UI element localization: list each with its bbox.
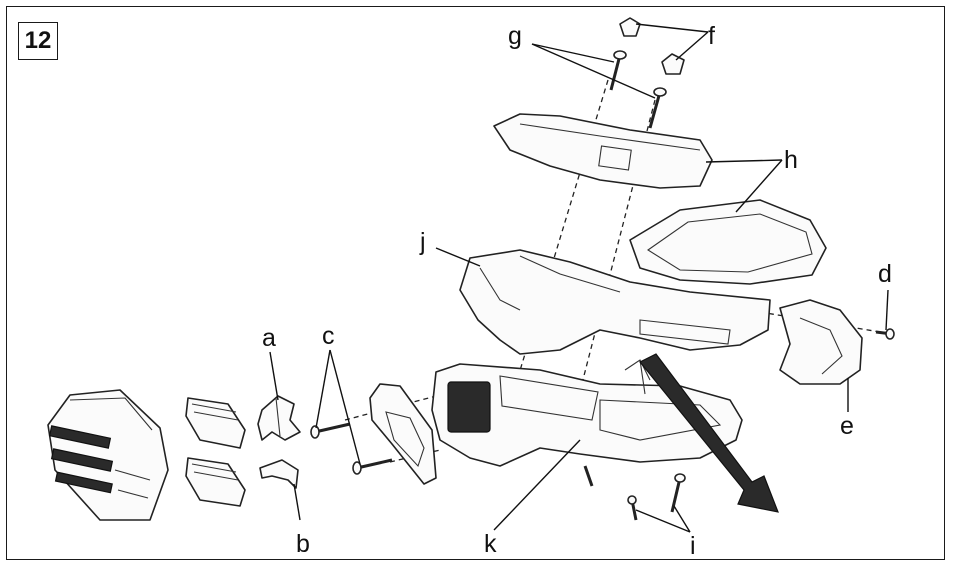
label-j: j — [420, 228, 426, 256]
label-b: b — [296, 530, 310, 558]
seal-frame — [369, 383, 437, 485]
label-h: h — [784, 146, 798, 174]
part-g-screws — [609, 50, 667, 129]
part-d-screw — [875, 328, 895, 340]
label-c: c — [322, 322, 335, 350]
part-a-spring-clip — [257, 395, 301, 441]
leader-lines — [269, 23, 889, 533]
part-b-bracket — [259, 459, 299, 489]
part-j-upper-housing — [459, 249, 771, 355]
label-e: e — [840, 412, 854, 440]
label-a: a — [262, 324, 276, 352]
part-e-end-cap — [779, 299, 863, 385]
part-f-plugs — [619, 17, 685, 75]
figure-frame — [6, 6, 945, 560]
removal-direction-arrow — [639, 353, 779, 513]
part-h-top-cover — [493, 113, 713, 189]
shaving-head — [47, 389, 169, 521]
part-c-screws — [310, 422, 393, 475]
part-i-screws — [583, 465, 686, 521]
label-d: d — [878, 260, 892, 288]
label-k: k — [484, 530, 497, 558]
label-f: f — [708, 22, 715, 50]
figure-number: 12 — [18, 22, 58, 60]
part-h-side-panel — [629, 199, 827, 285]
cutter-blocks — [185, 397, 246, 507]
label-i: i — [690, 532, 696, 560]
label-g: g — [508, 22, 522, 50]
